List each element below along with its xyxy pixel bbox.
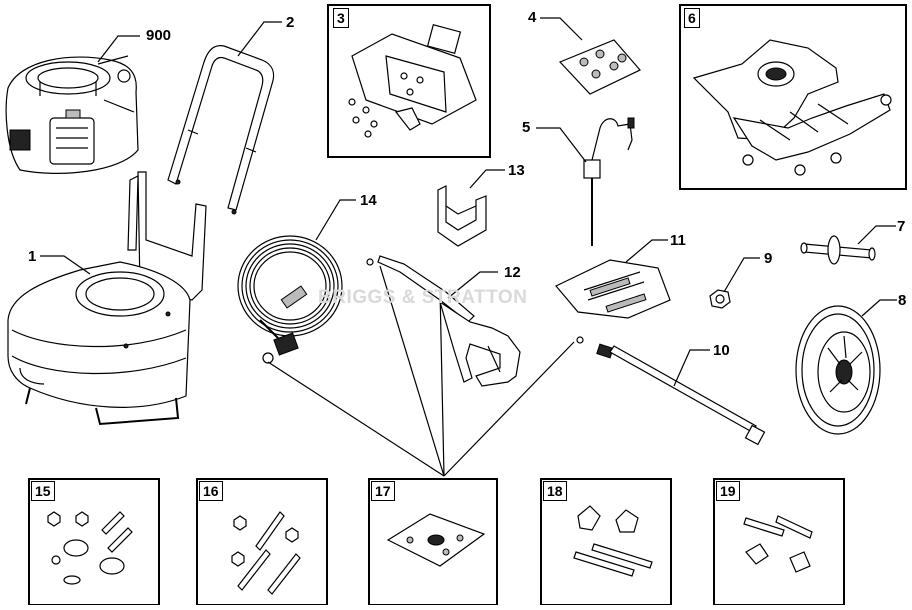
callout-14: 14 <box>360 192 377 209</box>
nut-part <box>709 289 731 309</box>
kit-16-box <box>196 478 328 606</box>
axle-part <box>800 235 876 265</box>
handle-part <box>167 45 275 215</box>
kit-label-15: 15 <box>31 481 55 501</box>
callout-2: 2 <box>286 14 295 31</box>
callout-leaders <box>40 17 897 387</box>
callout-11: 11 <box>670 232 686 249</box>
accessory-pack-part <box>555 259 671 319</box>
fastener-bag-part <box>558 39 641 95</box>
kit-15-box <box>28 478 160 606</box>
control-panel-part <box>327 4 491 158</box>
callout-4: 4 <box>528 9 537 26</box>
kit-17-box <box>368 478 498 606</box>
callout-6: 6 <box>684 8 700 28</box>
callout-3: 3 <box>333 8 349 28</box>
callout-9: 9 <box>764 250 773 267</box>
kit-18-box <box>540 478 672 606</box>
pump-part <box>679 4 907 190</box>
callout-13: 13 <box>508 162 525 179</box>
callout-1: 1 <box>28 248 37 265</box>
callout-12: 12 <box>504 264 521 281</box>
kit-17-leader-lines <box>267 265 575 477</box>
watermark-text: BRIGGS & STRATTON <box>318 287 528 308</box>
callout-5: 5 <box>522 119 531 136</box>
kit-label-19: 19 <box>716 481 740 501</box>
wheel-part <box>795 305 881 435</box>
callout-8: 8 <box>898 292 907 309</box>
engine-part <box>5 55 139 174</box>
spray-gun-part <box>366 255 521 387</box>
bracket-part <box>437 185 487 247</box>
hose-part <box>237 235 343 364</box>
kit-label-18: 18 <box>543 481 567 501</box>
kit-label-16: 16 <box>199 481 223 501</box>
callout-7: 7 <box>897 218 906 235</box>
frame-part <box>7 171 207 426</box>
choke-rod-part <box>583 117 635 246</box>
kit-label-17: 17 <box>371 481 395 501</box>
callout-10: 10 <box>713 342 730 359</box>
callout-900: 900 <box>146 27 172 44</box>
lance-part <box>576 336 766 446</box>
